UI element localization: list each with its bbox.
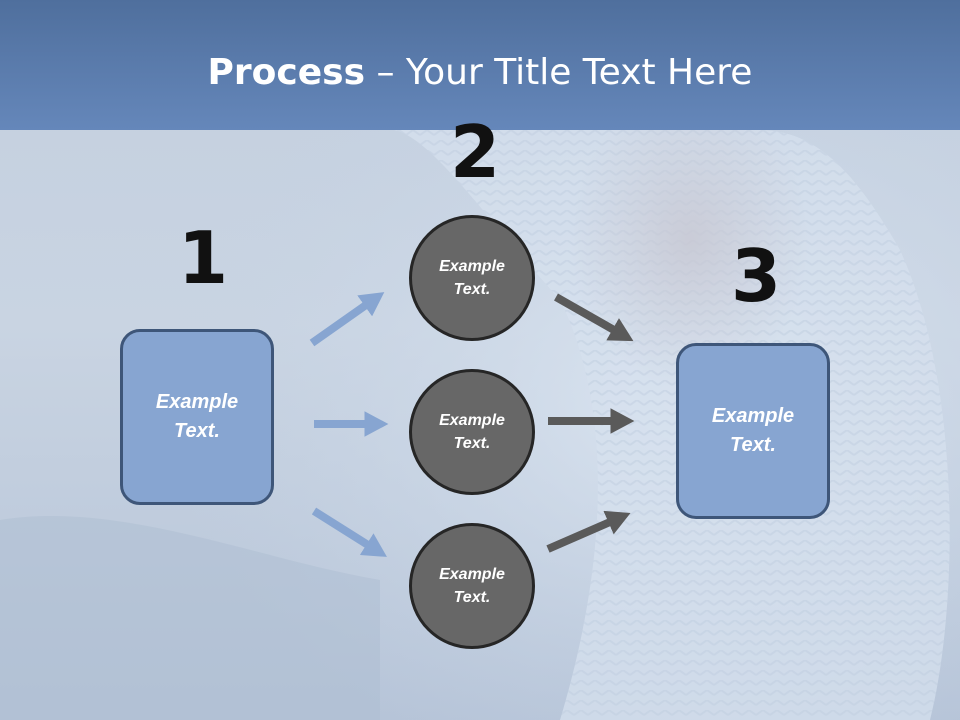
slide-title: Process – Your Title Text Here <box>0 52 960 93</box>
arrow-gray-down <box>554 293 634 342</box>
right-step-box: Example Text. <box>676 343 830 519</box>
step-1-number: 1 <box>178 216 229 300</box>
circle-bottom-label: Example Text. <box>439 566 505 606</box>
title-bar <box>0 0 960 130</box>
circle-middle: Example Text. <box>409 369 535 495</box>
arrow-gray-up <box>546 510 631 553</box>
right-box-label: Example Text. <box>711 405 795 456</box>
step-3-number: 3 <box>731 234 782 318</box>
circle-top: Example Text. <box>409 215 535 341</box>
arrow-blue-up <box>309 292 385 347</box>
circle-bottom: Example Text. <box>409 523 535 649</box>
left-step-box: Example Text. <box>120 329 274 505</box>
title-rest-part: – Your Title Text Here <box>365 52 753 93</box>
title-bold-part: Process <box>207 52 366 93</box>
step-2-number: 2 <box>450 110 501 194</box>
arrow-blue-down <box>311 507 387 557</box>
circle-top-label: Example Text. <box>439 258 505 298</box>
circle-middle-label: Example Text. <box>439 412 505 452</box>
left-box-label: Example Text. <box>155 391 239 442</box>
